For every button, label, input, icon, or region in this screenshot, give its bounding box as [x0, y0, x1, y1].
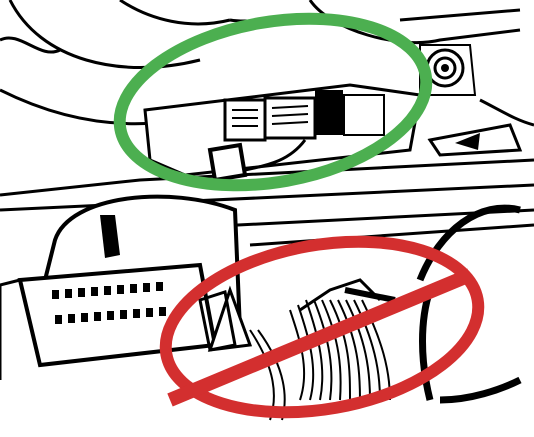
diagram-stage [0, 0, 534, 437]
dashboard-line-art [0, 0, 534, 437]
